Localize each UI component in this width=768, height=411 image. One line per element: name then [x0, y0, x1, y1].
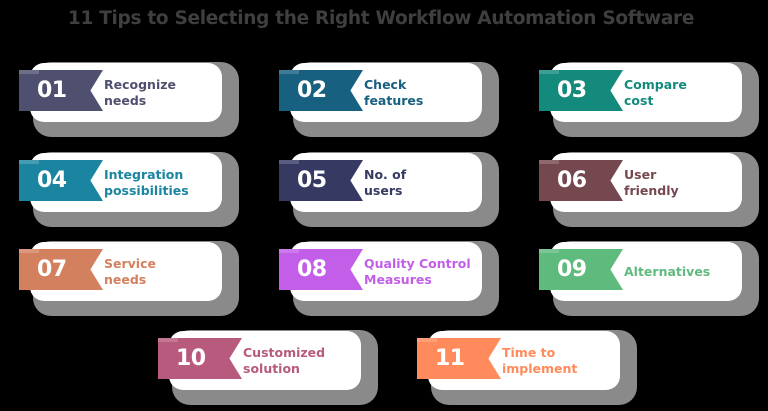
number-badge: 04 [19, 160, 103, 201]
tip-number: 06 [557, 168, 587, 193]
tip-card-06: 06 User friendly [539, 152, 759, 227]
number-badge: 06 [539, 160, 623, 201]
tip-card-03: 03 Compare cost [539, 62, 759, 137]
tip-label: No. of users [364, 167, 407, 198]
tip-card-02: 02 Check features [279, 62, 499, 137]
badge-fold [539, 160, 559, 164]
tip-card-01: 01 Recognize needs [19, 62, 239, 137]
badge-fold [19, 70, 39, 74]
tip-card-08: 08 Quality Control Measures [279, 241, 499, 316]
badge-fold [19, 249, 39, 253]
number-badge: 01 [19, 70, 103, 111]
tip-label: Recognize needs [104, 77, 176, 108]
number-badge: 09 [539, 249, 623, 290]
tip-card-09: 09 Alternatives [539, 241, 759, 316]
tip-label: Integration possibilities [104, 167, 189, 198]
tip-label: Time to implement [502, 345, 578, 376]
infographic-title: 11 Tips to Selecting the Right Workflow … [67, 8, 695, 29]
tip-number: 01 [37, 78, 67, 103]
badge-fold [19, 160, 39, 164]
tip-card-07: 07 Service needs [19, 241, 239, 316]
badge-fold [417, 338, 437, 342]
tip-number: 09 [557, 257, 587, 282]
badge-fold [279, 160, 299, 164]
tip-label: Customized solution [243, 345, 326, 376]
tip-card-10: 10 Customized solution [158, 330, 378, 405]
badge-fold [539, 70, 559, 74]
tip-label: Service needs [104, 256, 156, 287]
tip-card-11: 11 Time to implement [417, 330, 637, 405]
tip-number: 05 [297, 168, 327, 193]
tip-number: 02 [297, 78, 327, 103]
number-badge: 02 [279, 70, 363, 111]
tip-label: Check features [364, 77, 424, 108]
number-badge: 05 [279, 160, 363, 201]
tip-number: 10 [176, 346, 206, 371]
badge-fold [279, 70, 299, 74]
number-badge: 10 [158, 338, 242, 379]
tip-label: User friendly [624, 167, 679, 198]
number-badge: 08 [279, 249, 363, 290]
badge-fold [539, 249, 559, 253]
tip-card-04: 04 Integration possibilities [19, 152, 239, 227]
tip-label: Alternatives [624, 264, 711, 279]
tip-card-05: 05 No. of users [279, 152, 499, 227]
badge-fold [158, 338, 178, 342]
tip-number: 11 [435, 346, 465, 371]
number-badge: 07 [19, 249, 103, 290]
number-badge: 11 [417, 338, 501, 379]
badge-fold [279, 249, 299, 253]
tip-number: 04 [37, 168, 67, 193]
tip-number: 03 [557, 78, 587, 103]
tip-label: Quality Control Measures [364, 256, 471, 287]
tip-number: 07 [37, 257, 67, 282]
tip-label: Compare cost [624, 77, 687, 108]
number-badge: 03 [539, 70, 623, 111]
tip-number: 08 [297, 257, 327, 282]
